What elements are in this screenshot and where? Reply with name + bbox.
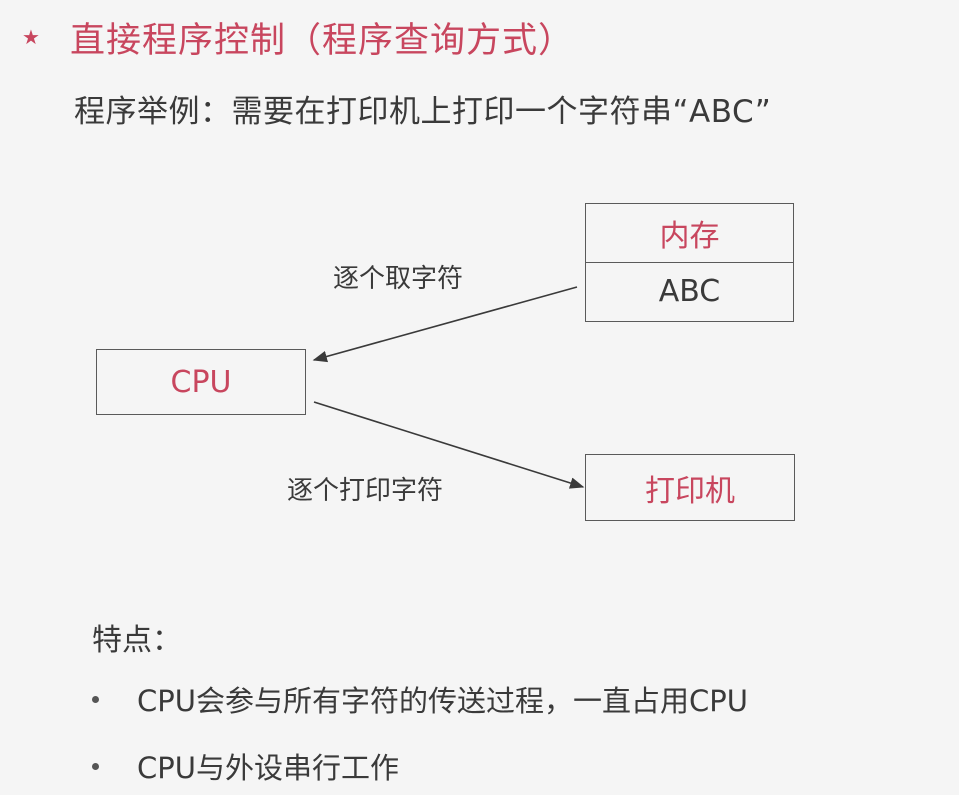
features-title: 特点： <box>92 623 182 658</box>
star-icon: ★ <box>22 25 40 49</box>
example-text: 程序举例：需要在打印机上打印一个字符串“ABC” <box>74 94 772 130</box>
printer-box: 打印机 <box>585 454 795 521</box>
feature-item: CPU与外设串行工作 <box>92 745 399 787</box>
title-row: ★ 直接程序控制（程序查询方式） <box>22 12 574 62</box>
memory-content-cell: ABC <box>586 263 793 322</box>
fetch-label: 逐个取字符 <box>333 264 464 294</box>
memory-header-cell: 内存 <box>586 204 793 263</box>
memory-content: ABC <box>658 274 721 310</box>
bullet-icon <box>92 762 99 770</box>
cpu-box: CPU <box>96 349 306 415</box>
print-label: 逐个打印字符 <box>287 476 444 506</box>
memory-header: 内存 <box>659 218 720 254</box>
feature-item-text: CPU与外设串行工作 <box>137 751 399 785</box>
slide-title: 直接程序控制（程序查询方式） <box>69 20 574 61</box>
cpu-label: CPU <box>170 364 232 400</box>
feature-item-text: CPU会参与所有字符的传送过程，一直占用CPU <box>137 684 748 718</box>
memory-box: 内存 ABC <box>585 203 794 322</box>
bullet-icon <box>92 695 99 703</box>
feature-item: CPU会参与所有字符的传送过程，一直占用CPU <box>92 678 748 720</box>
fetch-arrow <box>312 286 578 363</box>
printer-label: 打印机 <box>645 473 735 509</box>
